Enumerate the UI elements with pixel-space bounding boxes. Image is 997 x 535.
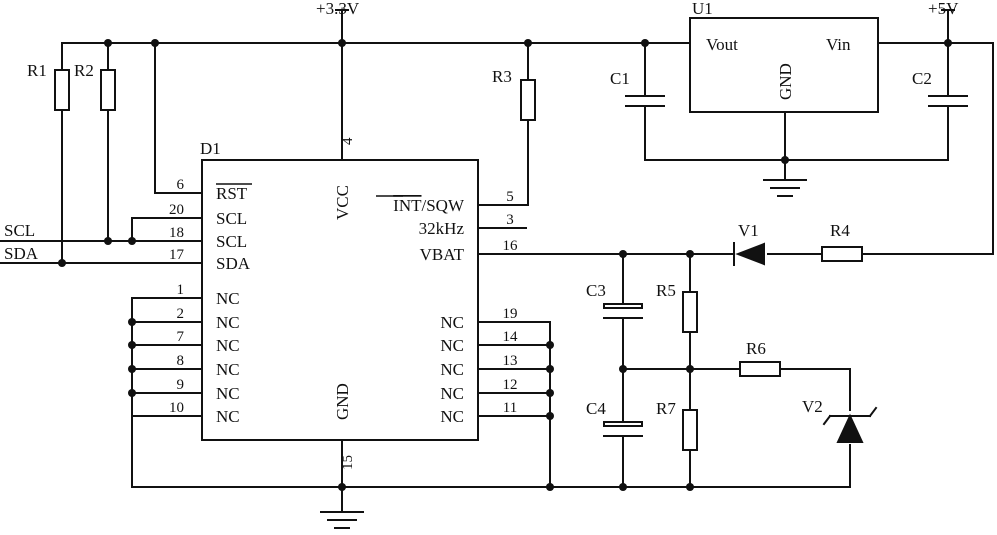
d1-pin-number: 20 <box>169 202 184 218</box>
d1-pin-name: VBAT <box>420 245 465 264</box>
d1-pin-name: NC <box>216 384 240 403</box>
ground-symbol-chip <box>320 511 364 529</box>
diode-v1 <box>733 242 765 266</box>
label-r1: R1 <box>27 61 47 80</box>
d1-pin-number: 8 <box>177 353 185 369</box>
label-r3: R3 <box>492 67 512 86</box>
d1-pin-name: SCL <box>216 209 247 228</box>
d1-pin-name: RST <box>216 184 248 203</box>
resistors <box>54 69 863 451</box>
label-scl: SCL <box>4 221 35 240</box>
d1-pin-name: NC <box>440 313 464 332</box>
d1-pin-name: INT/SQW <box>393 196 465 215</box>
label-v1: V1 <box>738 221 759 240</box>
label-c4: C4 <box>586 399 606 418</box>
rtc-chip-d1 <box>201 159 479 441</box>
label-v2: V2 <box>802 397 823 416</box>
label-c3: C3 <box>586 281 606 300</box>
resistor-r1 <box>54 69 70 111</box>
d1-pin-name: SCL <box>216 232 247 251</box>
d1-pin-number: 5 <box>506 189 514 205</box>
d1-pin-name: NC <box>440 384 464 403</box>
d1-pin-number: 1 <box>177 282 185 298</box>
u1-pin-vout: Vout <box>706 35 738 54</box>
junction-dots <box>58 39 952 491</box>
d1-pin-name: NC <box>440 336 464 355</box>
rail-label-5v: +5V <box>928 0 959 18</box>
label-r2: R2 <box>74 61 94 80</box>
d1-pin-number: 13 <box>503 353 518 369</box>
labels: +3.3V +5V SCL SDA R1 R2 R3 R4 R5 R6 R7 C… <box>4 0 959 470</box>
d1-pin-number: 7 <box>177 329 185 345</box>
resistor-r7 <box>682 409 698 451</box>
label-r5: R5 <box>656 281 676 300</box>
label-c2: C2 <box>912 69 932 88</box>
d1-pin-name: NC <box>216 289 240 308</box>
d1-pin-number: 16 <box>503 238 519 254</box>
u1-pin-vin: Vin <box>826 35 851 54</box>
label-u1: U1 <box>692 0 713 18</box>
resistor-r2 <box>100 69 116 111</box>
label-c1: C1 <box>610 69 630 88</box>
d1-pin-name: NC <box>216 313 240 332</box>
zener-diode-v2 <box>822 406 878 443</box>
u1-pin-gnd: GND <box>776 63 795 100</box>
capacitor-c3 <box>603 303 643 319</box>
wires <box>0 9 994 511</box>
d1-pin-number: 3 <box>506 212 514 228</box>
d1-pin-name: NC <box>216 336 240 355</box>
label-r6: R6 <box>746 339 766 358</box>
d1-pin-number: 10 <box>169 400 184 416</box>
d1-pin-name: 32kHz <box>419 219 465 238</box>
d1-pin-number: 17 <box>169 247 185 263</box>
d1-pin-number: 6 <box>177 177 185 193</box>
d1-pin-name: NC <box>216 407 240 426</box>
d1-pin-number: 12 <box>503 377 518 393</box>
resistor-r6 <box>739 361 781 377</box>
d1-pin-number: 18 <box>169 225 184 241</box>
d1-pin-vcc: VCC <box>333 185 352 220</box>
d1-pin-number-15: 15 <box>340 455 356 470</box>
regulator-u1 <box>689 17 879 113</box>
d1-pin-name: NC <box>440 407 464 426</box>
d1-pin-number: 19 <box>503 306 518 322</box>
label-r4: R4 <box>830 221 850 240</box>
d1-pin-number: 9 <box>177 377 185 393</box>
d1-pin-name: SDA <box>216 254 251 273</box>
resistor-r5 <box>682 291 698 333</box>
ground-symbol-regulator <box>763 179 807 197</box>
d1-pin-number: 2 <box>177 306 185 322</box>
capacitor-c1 <box>625 95 665 107</box>
d1-pin-name: NC <box>216 360 240 379</box>
capacitor-c2 <box>928 95 968 107</box>
resistor-r3 <box>520 79 536 121</box>
d1-pin-name: NC <box>440 360 464 379</box>
capacitor-c4 <box>603 421 643 437</box>
label-r7: R7 <box>656 399 676 418</box>
d1-pin-gnd: GND <box>333 383 352 420</box>
resistor-r4 <box>821 246 863 262</box>
d1-pin-number: 14 <box>503 329 519 345</box>
d1-pin-number-4: 4 <box>340 137 356 145</box>
label-sda: SDA <box>4 244 39 263</box>
d1-pin-number: 11 <box>503 400 517 416</box>
capacitors <box>603 95 968 437</box>
label-d1: D1 <box>200 139 221 158</box>
rail-label-3v3: +3.3V <box>316 0 360 18</box>
